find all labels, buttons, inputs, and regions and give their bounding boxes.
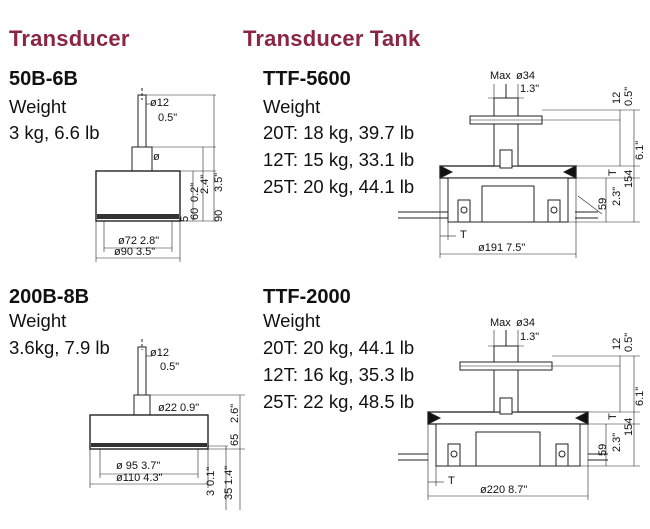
dim-label: 2.4" [199,175,211,194]
dim-label: 1.3" [520,83,539,95]
weight-25t: 25T: 20 kg, 44.1 lb [263,176,415,197]
dim-label: 0.2" [189,183,201,202]
dim-label: T [607,413,619,420]
dim-label: ø [153,151,160,163]
drawing-50b-6b [95,88,216,262]
dim-label: ø191 7.5" [478,242,525,254]
dim-label: T [607,169,619,176]
dim-label: 0.5" [623,333,635,352]
dim-label: 12 [611,338,623,350]
dim-label: 1.3" [520,331,539,343]
dim-label: 3.5" [213,173,225,192]
dim-label: ø12 [150,97,169,109]
dim-label: T [460,229,467,241]
dim-label: 59 [597,198,609,210]
dim-label: 2.3" [611,433,623,452]
drawing-ttf-2000 [398,330,640,500]
dim-label: 5 [179,216,191,222]
dim-label: ø34 [516,317,535,329]
dim-label: 154 [623,418,635,436]
transducer-section-title: Transducer [9,26,130,51]
dim-label: ø22 0.9" [158,402,199,414]
dim-label: 0.5" [623,87,635,106]
tank-section-title: Transducer Tank [243,26,421,51]
dim-label: Max [490,317,511,329]
dim-label: ø90 3.5" [114,246,155,258]
weight-label: Weight [263,310,321,331]
dim-label: 12 [611,92,623,104]
dim-label: T [448,475,455,487]
dim-label: Max [490,70,511,82]
model-ttf-5600: TTF-5600 [263,68,351,90]
dim-label: 6.1" [634,141,646,160]
dim-label: 2.6" [229,404,241,423]
weight-value: 3 kg, 6.6 lb [9,122,100,143]
dim-label: 60 [189,208,201,220]
drawing-ttf-5600 [398,84,640,258]
weight-label: Weight [9,310,67,331]
dim-label: ø220 8.7" [480,484,527,496]
weight-label: Weight [9,96,67,117]
drawing-200b-8b [89,339,245,510]
dim-label: 3 [205,490,217,496]
dim-label: 0.1" [205,467,217,486]
dim-label: ø110 4.3" [116,472,163,484]
weight-12t: 12T: 15 kg, 33.1 lb [263,149,415,170]
weight-20t: 20T: 18 kg, 39.7 lb [263,122,415,143]
dim-label: ø34 [516,70,535,82]
dim-label: 2.3" [611,187,623,206]
dim-label: 65 [229,434,241,446]
model-ttf-2000: TTF-2000 [263,286,351,308]
weight-12t: 12T: 16 kg, 35.3 lb [263,364,415,385]
dim-label: ø72 2.8" [118,235,159,247]
model-50b-6b: 50B-6B [9,68,78,90]
dim-label: 154 [623,170,635,188]
weight-label: Weight [263,96,321,117]
weight-25t: 25T: 22 kg, 48.5 lb [263,391,415,412]
dim-label: 35 [223,488,235,500]
dim-label: ø12 [150,347,169,359]
dim-label: ø 95 3.7" [116,460,160,472]
dim-label: 1.4" [223,466,235,485]
dim-label: 59 [597,444,609,456]
dim-label: 6.1" [634,387,646,406]
model-200b-8b: 200B-8B [9,286,90,308]
dim-label: 90 [213,210,225,222]
dim-label: 0.5" [158,112,177,124]
weight-20t: 20T: 20 kg, 44.1 lb [263,337,415,358]
weight-value: 3.6kg, 7.9 lb [9,337,110,358]
dim-label: 0.5" [160,361,179,373]
